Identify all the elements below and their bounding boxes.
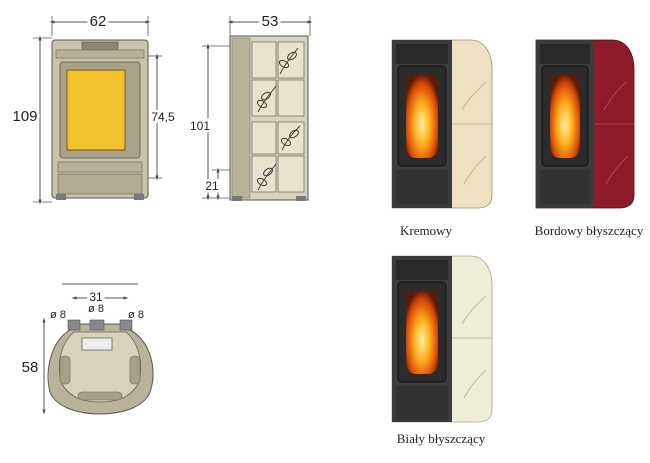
pipe-left-label: ø 8 xyxy=(50,309,66,321)
top-depth-label: 58 xyxy=(22,359,39,376)
front-height-label: 109 xyxy=(12,108,37,125)
front-width-label: 62 xyxy=(90,13,107,30)
stove-burgundy xyxy=(535,39,635,209)
leaf-ornament-icon xyxy=(256,47,301,191)
stove-white xyxy=(391,255,493,423)
variant-label-white: Biały błyszczący xyxy=(397,431,486,446)
side-depth-label: 53 xyxy=(262,13,279,30)
front-door-glass xyxy=(66,69,126,151)
side-bottom-label: 21 xyxy=(205,179,219,193)
variant-label-burgundy: Bordowy błyszczący xyxy=(535,223,644,238)
side-view: 53 101 21 xyxy=(187,10,313,201)
top-spacing-label: 31 xyxy=(89,290,103,304)
door-height-label: 74,5 xyxy=(151,110,175,124)
top-view: 31 ø 8 ø 8 ø 8 58 xyxy=(19,283,154,415)
variant-label-cream: Kremowy xyxy=(400,223,452,238)
front-view: 62 109 74,5 xyxy=(9,10,178,205)
stove-cream xyxy=(391,39,493,209)
pipe-right-label: ø 8 xyxy=(128,309,144,321)
side-height-label: 101 xyxy=(190,119,210,133)
pipe-center-label: ø 8 xyxy=(88,303,104,315)
